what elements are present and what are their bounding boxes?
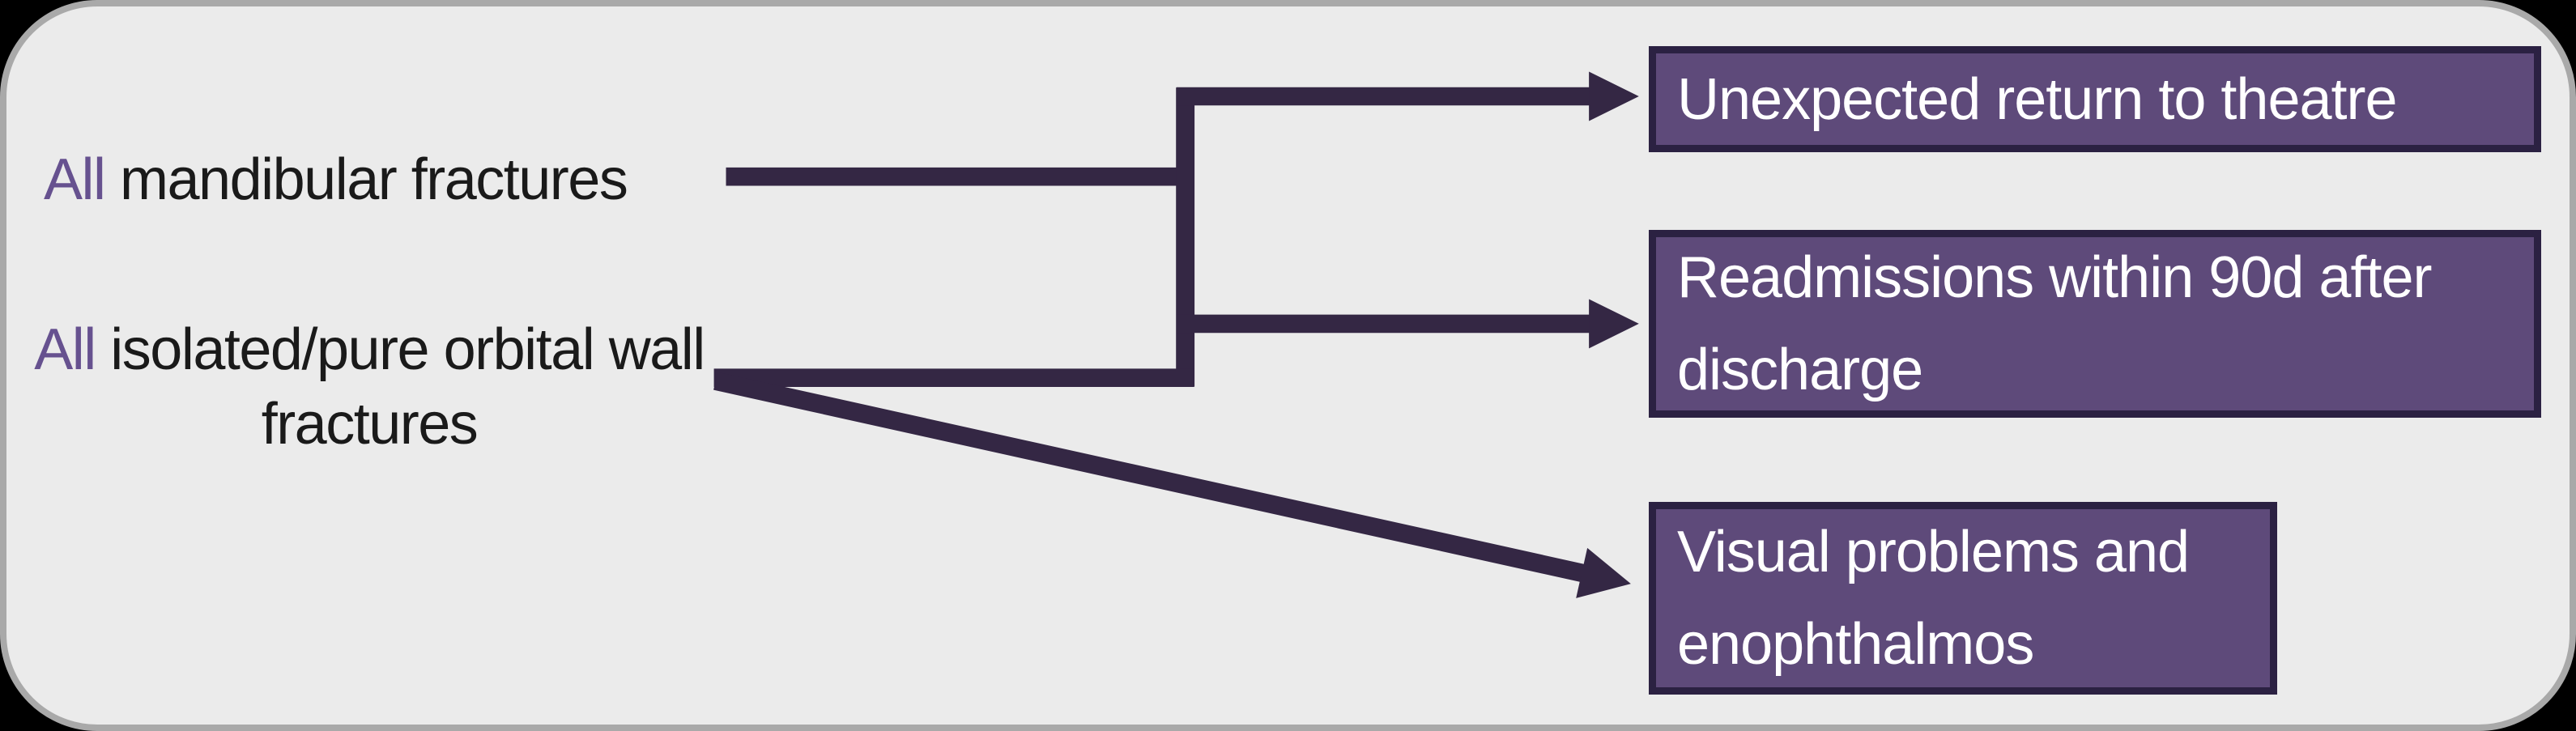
arrowhead-readmissions	[1589, 299, 1639, 349]
source-accent-all: All	[34, 317, 96, 382]
source-text: isolated/pure orbital wall fractures	[95, 317, 705, 457]
outcome-label: Unexpected return to theatre	[1677, 66, 2398, 132]
connector-tree	[713, 71, 1639, 598]
source-label-mandibular: All mandibular fractures	[44, 142, 628, 217]
source-accent-all: All	[44, 147, 106, 212]
outcome-label: Visual problems and enophthalmos	[1677, 520, 2190, 677]
outcome-box-visual-problems: Visual problems and enophthalmos	[1649, 502, 2277, 695]
source-label-orbital: All isolated/pure orbital wall fractures	[13, 312, 726, 461]
source-text: mandibular fractures	[104, 147, 628, 212]
outcome-box-return-to-theatre: Unexpected return to theatre	[1649, 46, 2541, 152]
arrowhead-return-to-theatre	[1589, 71, 1639, 121]
outcome-label: Readmissions within 90d after discharge	[1677, 245, 2432, 402]
line-diagonal-visual-problems	[713, 372, 1586, 583]
arrowhead-visual-problems	[1576, 547, 1631, 598]
outcome-box-readmissions: Readmissions within 90d after discharge	[1649, 230, 2541, 418]
